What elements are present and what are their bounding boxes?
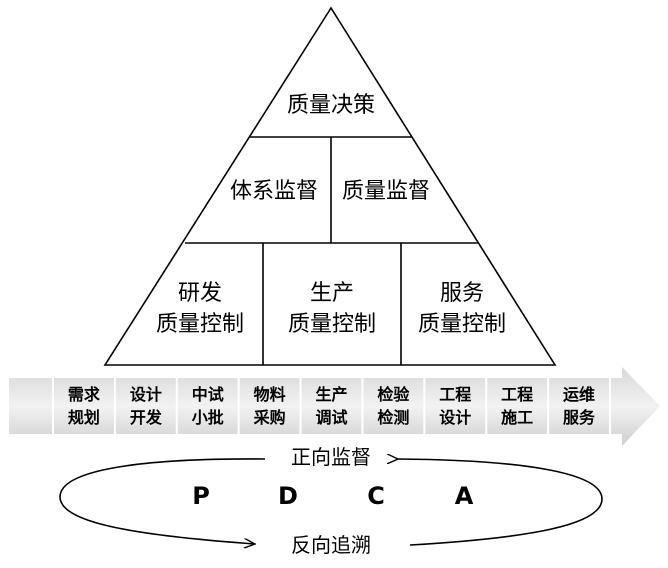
- pdca-backward-arc: [398, 459, 603, 546]
- pyramid-bottom-right-line2: 质量控制: [418, 312, 506, 337]
- process-stage-label: 工程: [439, 385, 471, 404]
- pdca-cycle: 正向监督 反向追溯 P D C A: [59, 445, 603, 557]
- pyramid-outline: [103, 6, 557, 366]
- process-stage-label: 中试: [192, 385, 224, 404]
- process-stage-label: 小批: [192, 408, 224, 427]
- process-stage-label: 检测: [377, 408, 409, 427]
- process-stage-label: 需求: [68, 385, 101, 404]
- process-stage-label: 设计: [439, 408, 471, 427]
- pyramid-bottom-right-line1: 服务: [440, 281, 484, 306]
- process-arrow-shape: [9, 367, 660, 446]
- process-stage-label: 规划: [68, 408, 100, 427]
- pdca-letter-c: C: [367, 482, 385, 510]
- process-stage-label: 工程: [501, 385, 533, 404]
- process-stage-label: 采购: [253, 408, 286, 427]
- process-stage-label: 开发: [130, 408, 163, 427]
- process-stage-label: 生产: [315, 385, 347, 404]
- process-stage-label: 施工: [501, 408, 533, 427]
- pdca-top-label: 正向监督: [291, 445, 371, 469]
- pyramid-bottom-center-line1: 生产: [310, 281, 354, 306]
- pyramid-bottom-left-line1: 研发: [178, 281, 222, 306]
- pyramid: 质量决策 体系监督 质量监督 研发 质量控制 生产 质量控制 服务 质量控制: [103, 6, 557, 366]
- pyramid-bottom-center-line2: 质量控制: [288, 312, 376, 337]
- process-stage-label: 设计: [130, 385, 162, 404]
- pdca-letter-p: P: [192, 482, 210, 510]
- process-stage-label: 调试: [315, 408, 347, 427]
- pyramid-bottom-left-line2: 质量控制: [156, 312, 244, 337]
- process-stage-label: 服务: [563, 408, 596, 427]
- process-stage-label: 运维: [563, 385, 595, 404]
- pyramid-middle-right-label: 质量监督: [342, 179, 430, 204]
- process-stage-label: 物料: [254, 385, 286, 404]
- pdca-forward-arc: [59, 458, 266, 544]
- pdca-letter-a: A: [455, 482, 474, 510]
- pdca-bottom-label: 反向追溯: [291, 533, 371, 557]
- pdca-letter-d: D: [278, 482, 298, 510]
- process-stage-label: 检验: [377, 385, 410, 404]
- pyramid-top-label: 质量决策: [287, 93, 375, 118]
- pyramid-middle-left-label: 体系监督: [230, 179, 318, 204]
